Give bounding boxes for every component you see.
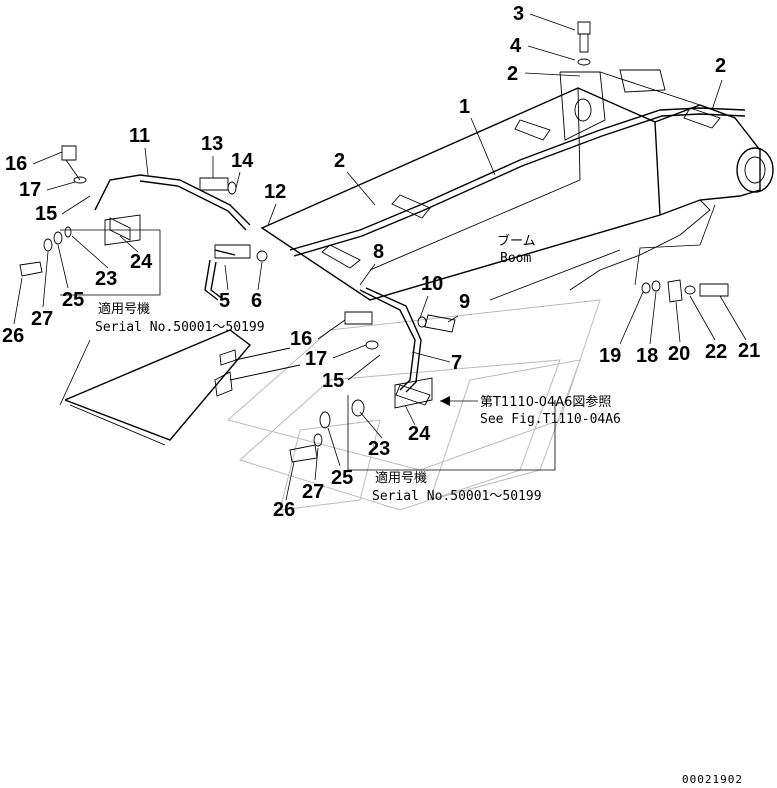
leader-line-2 bbox=[524, 72, 581, 77]
callout-21: 21 bbox=[738, 340, 760, 362]
leader-line-25 bbox=[327, 427, 341, 467]
leader-line-3 bbox=[529, 13, 576, 31]
applicability-left-en: Serial No.50001～50199 bbox=[95, 320, 265, 335]
leader-line-7 bbox=[411, 351, 451, 363]
callout-14: 14 bbox=[231, 150, 254, 172]
callout-4: 4 bbox=[510, 35, 522, 57]
leader-line-25 bbox=[57, 244, 69, 289]
cover-plate bbox=[64, 329, 301, 446]
callout-9: 9 bbox=[459, 291, 470, 313]
callout-10: 10 bbox=[421, 273, 443, 295]
applicability-right-en: Serial No.50001～50199 bbox=[372, 489, 542, 504]
leader-line-12 bbox=[267, 203, 277, 226]
leader-line-24 bbox=[404, 404, 416, 426]
leader-line-23 bbox=[359, 411, 383, 439]
leader-line-22 bbox=[689, 295, 716, 341]
callout-17: 17 bbox=[19, 179, 41, 201]
callout-15: 15 bbox=[322, 370, 344, 392]
callout-24: 24 bbox=[408, 423, 431, 445]
leader-lines bbox=[13, 13, 747, 501]
callout-25: 25 bbox=[331, 467, 353, 489]
callout-2: 2 bbox=[715, 55, 726, 77]
leader-line-11 bbox=[144, 147, 149, 176]
applicability-left-jp: 適用号機 bbox=[98, 301, 150, 317]
leader-line-15 bbox=[61, 195, 91, 215]
callout-22: 22 bbox=[705, 341, 727, 363]
leader-line-9 bbox=[447, 315, 459, 323]
callout-23: 23 bbox=[95, 268, 117, 290]
callout-8: 8 bbox=[373, 241, 384, 263]
callout-20: 20 bbox=[668, 343, 690, 365]
leader-line-27 bbox=[314, 447, 319, 481]
callout-2: 2 bbox=[334, 150, 345, 172]
reference-jp: 第T1110-04A6図参照 bbox=[480, 394, 611, 410]
boom-label-jp: ブーム bbox=[497, 233, 536, 249]
pipe-runs bbox=[94, 107, 746, 406]
callout-17: 17 bbox=[305, 348, 327, 370]
boom-label-en: Boom bbox=[500, 251, 531, 266]
leader-line-17 bbox=[332, 344, 367, 359]
leader-line-8 bbox=[359, 263, 376, 286]
leader-line-2 bbox=[346, 171, 376, 206]
leader-line-20 bbox=[675, 301, 681, 343]
figure-code: 00021902 bbox=[682, 773, 743, 786]
callout-1: 1 bbox=[459, 96, 470, 118]
leader-line-26 bbox=[285, 461, 295, 501]
callout-7: 7 bbox=[451, 352, 462, 374]
callout-25: 25 bbox=[62, 289, 84, 311]
callout-23: 23 bbox=[368, 438, 390, 460]
leader-line-14 bbox=[235, 171, 241, 189]
callout-13: 13 bbox=[201, 133, 223, 155]
leader-line-10 bbox=[419, 295, 429, 319]
leader-line-17 bbox=[46, 181, 76, 191]
callout-27: 27 bbox=[302, 481, 324, 503]
callout-3: 3 bbox=[513, 3, 524, 25]
callout-15: 15 bbox=[35, 203, 57, 225]
leader-line-5 bbox=[224, 264, 229, 291]
callout-16: 16 bbox=[5, 153, 27, 175]
callout-2: 2 bbox=[507, 63, 518, 85]
leader-line-6 bbox=[257, 261, 263, 291]
leader-line-15 bbox=[347, 354, 381, 381]
reference-en: See Fig.T1110-04A6 bbox=[480, 412, 621, 427]
callout-5: 5 bbox=[219, 290, 230, 312]
callout-24: 24 bbox=[130, 251, 153, 273]
leader-line-21 bbox=[719, 295, 747, 341]
leader-line-24 bbox=[119, 235, 139, 253]
leader-line-16 bbox=[317, 319, 346, 340]
callout-19: 19 bbox=[599, 345, 621, 367]
callout-11: 11 bbox=[129, 125, 150, 147]
leader-line-18 bbox=[649, 291, 657, 345]
callout-27: 27 bbox=[31, 308, 53, 330]
leader-line-19 bbox=[619, 291, 644, 345]
leader-line-27 bbox=[42, 251, 49, 308]
leader-line-23 bbox=[71, 235, 109, 269]
callout-6: 6 bbox=[251, 290, 262, 312]
callout-16: 16 bbox=[290, 328, 312, 350]
leader-line-26 bbox=[13, 277, 23, 325]
callout-18: 18 bbox=[636, 345, 658, 367]
applicability-right-jp: 適用号機 bbox=[375, 470, 427, 486]
reference-arrowhead bbox=[440, 396, 450, 406]
callout-12: 12 bbox=[264, 181, 286, 203]
leader-line-1 bbox=[470, 117, 496, 176]
callout-26: 26 bbox=[273, 499, 295, 521]
leader-line-16 bbox=[32, 151, 63, 165]
leader-line-4 bbox=[527, 45, 576, 61]
callout-26: 26 bbox=[2, 325, 24, 347]
bracket-lines bbox=[59, 204, 716, 471]
boom-body bbox=[260, 69, 774, 301]
leader-line-2 bbox=[711, 79, 723, 111]
